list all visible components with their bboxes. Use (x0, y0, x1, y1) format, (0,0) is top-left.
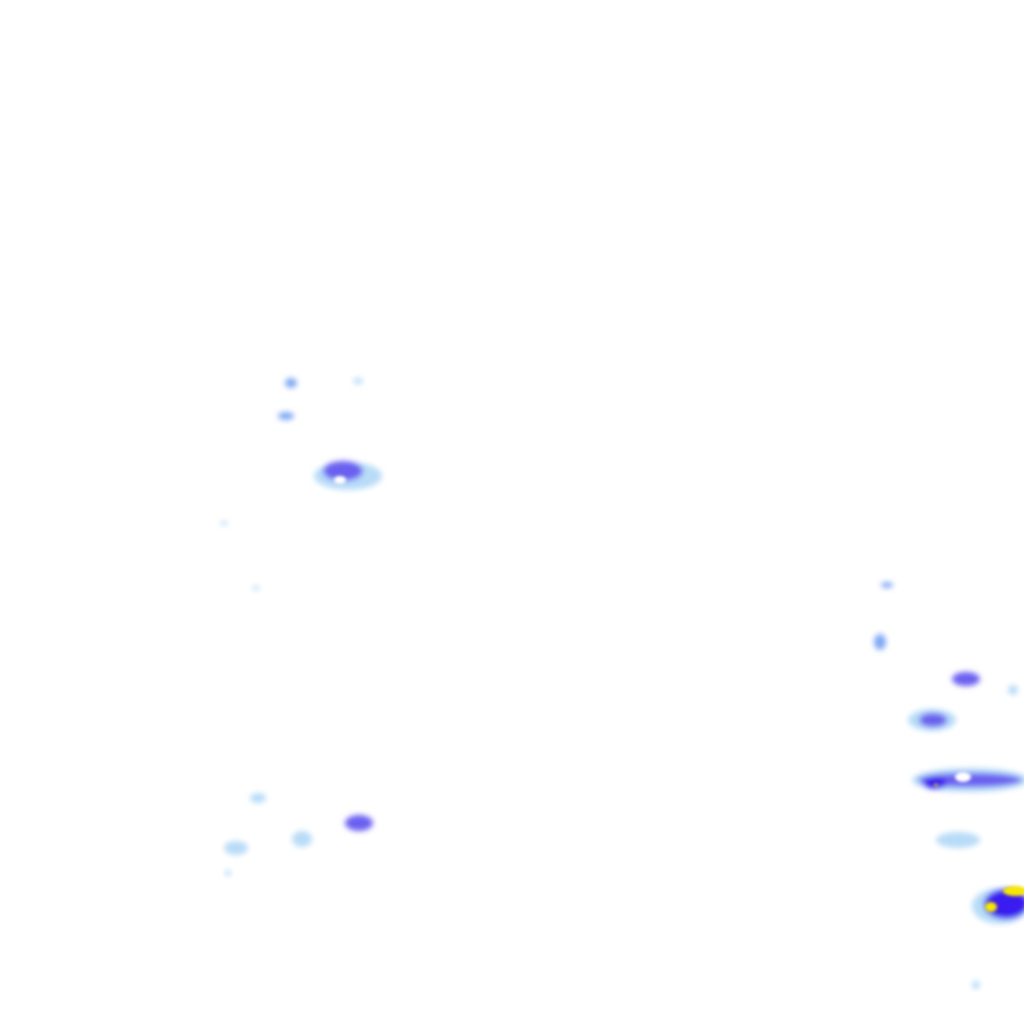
precip-cell (1003, 886, 1024, 896)
precip-cell (1008, 685, 1018, 695)
precip-cell (334, 476, 346, 484)
precip-cell (225, 870, 231, 876)
precip-cell (278, 412, 294, 420)
precip-cell (919, 713, 947, 727)
precip-cell (345, 815, 373, 831)
precip-cell (955, 772, 971, 782)
precip-cell (252, 586, 260, 590)
precip-cell (881, 582, 893, 588)
precip-cell (985, 902, 997, 912)
precip-cell (285, 378, 297, 388)
precip-cell (923, 777, 947, 789)
precip-cell (972, 981, 980, 989)
precip-cell (353, 378, 363, 384)
precip-cell (936, 832, 980, 848)
precip-cell (220, 521, 228, 525)
precip-cell (952, 672, 980, 686)
precip-cell (292, 831, 312, 847)
precip-cell (934, 783, 938, 787)
precip-cell (323, 461, 363, 481)
precip-cell (250, 793, 266, 803)
precip-cell (984, 889, 1024, 919)
precip-cell (874, 634, 886, 650)
precip-cell (224, 841, 248, 855)
